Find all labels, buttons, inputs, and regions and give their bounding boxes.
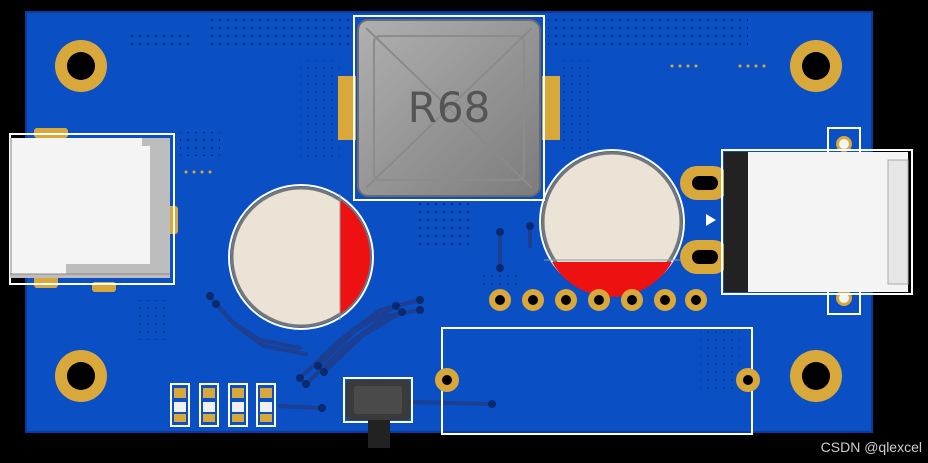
led-row (170, 383, 276, 427)
mounting-hole-top-left (55, 40, 107, 92)
dc-connector-right (721, 127, 913, 315)
led-2 (199, 383, 219, 427)
usb-connector-left (9, 128, 178, 292)
tactile-switch (343, 377, 413, 448)
led-1 (170, 383, 190, 427)
trace-vias (206, 222, 534, 412)
mounting-hole-top-right (790, 40, 842, 92)
capacitor-right (539, 149, 685, 297)
test-points (184, 64, 766, 174)
capacitor-left (228, 184, 374, 330)
copper-traces (208, 224, 532, 410)
module-outline (435, 327, 760, 435)
mounting-hole-bottom-left (55, 350, 107, 402)
via-field (130, 16, 748, 390)
inductor-label: R68 (408, 83, 491, 132)
pin-header-row (489, 289, 707, 311)
inductor-r68: R68 (338, 15, 560, 201)
led-4 (256, 383, 276, 427)
watermark: CSDN @qlexcel (820, 439, 922, 455)
mounting-hole-bottom-right (790, 350, 842, 402)
led-3 (228, 383, 248, 427)
slot-pads (680, 166, 730, 274)
